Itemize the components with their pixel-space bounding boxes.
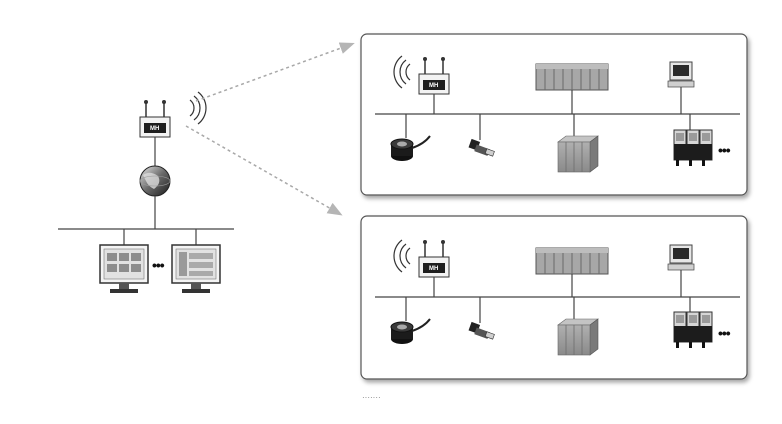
- site-2-router[interactable]: MH: [418, 239, 450, 278]
- site-2-more-indicator: •••: [718, 325, 731, 341]
- plc-rack-icon[interactable]: [535, 247, 609, 275]
- central-router[interactable]: MH: [139, 99, 171, 138]
- plc-rack-icon[interactable]: [535, 63, 609, 91]
- site-1-router-label: MH: [429, 83, 438, 89]
- site-1-more-indicator: •••: [718, 142, 731, 158]
- remote-site-2: MH •••: [360, 215, 748, 380]
- drive-cabinet-icon[interactable]: [557, 318, 599, 356]
- link-to-site-2: [185, 125, 343, 216]
- site-1-router[interactable]: MH: [418, 56, 450, 95]
- pc-terminal-icon[interactable]: [667, 244, 695, 271]
- globe-icon: [139, 165, 171, 197]
- link-to-site-1: [195, 42, 355, 102]
- drive-cabinet-icon[interactable]: [557, 135, 599, 173]
- footer-continuation-dots: ·······: [362, 393, 381, 402]
- central-more-indicator: •••: [152, 257, 165, 273]
- monitor-icon[interactable]: [171, 244, 221, 293]
- central-office: MH •••: [58, 91, 234, 293]
- site-2-router-label: MH: [429, 266, 438, 272]
- central-router-label: MH: [150, 126, 159, 132]
- wireless-signal-icon: [189, 91, 207, 125]
- monitor-icon[interactable]: [99, 244, 149, 293]
- remote-site-1: MH •••: [360, 33, 748, 196]
- pc-terminal-icon[interactable]: [667, 61, 695, 88]
